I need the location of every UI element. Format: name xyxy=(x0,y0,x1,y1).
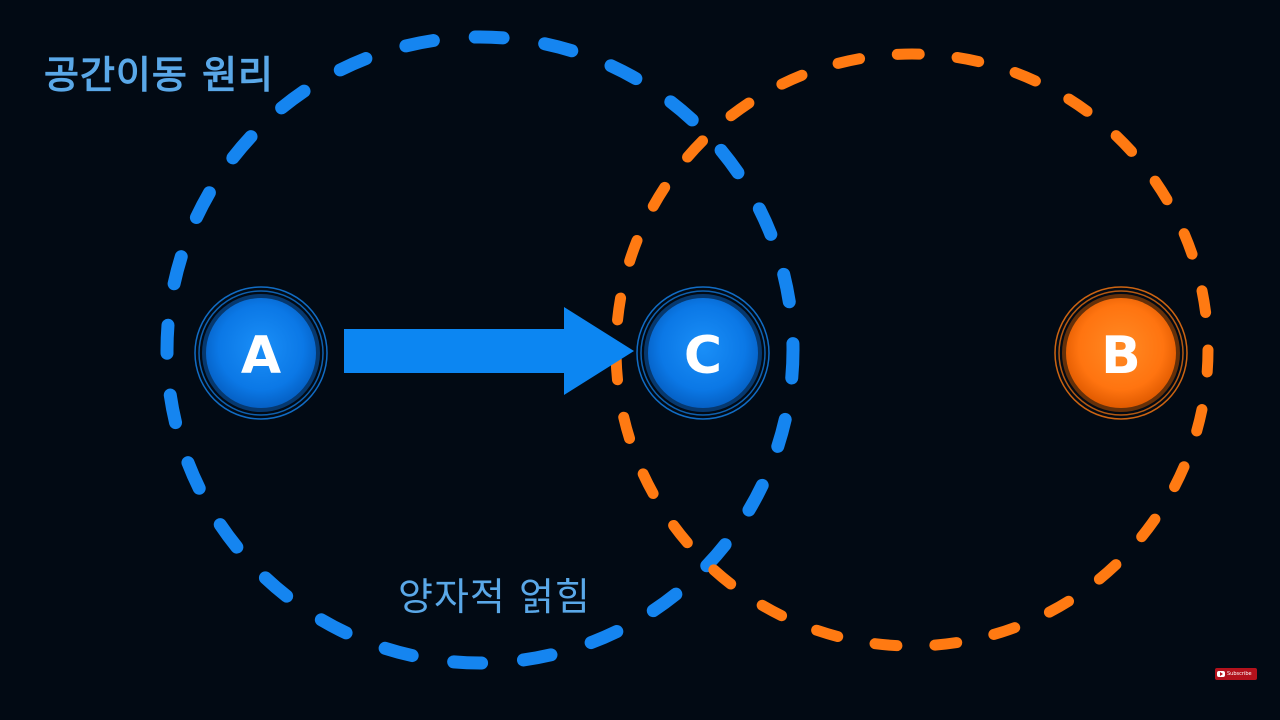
entanglement-caption: 양자적 얽힘 xyxy=(398,575,591,619)
diagram-title: 공간이동 원리 xyxy=(44,53,274,97)
orange-entanglement-circle xyxy=(610,48,1214,652)
node-c: C xyxy=(636,286,770,420)
subscribe-label: Subscribe xyxy=(1227,670,1252,677)
node-a-label: A xyxy=(241,326,281,386)
node-b: B xyxy=(1054,286,1188,420)
node-b-label: B xyxy=(1101,326,1141,386)
node-c-label: C xyxy=(684,326,722,386)
subscribe-button[interactable]: Subscribe xyxy=(1215,668,1257,680)
teleport-arrow xyxy=(344,307,634,395)
blue-entanglement-circle xyxy=(160,30,800,670)
youtube-play-icon xyxy=(1217,671,1225,677)
node-a: A xyxy=(194,286,328,420)
